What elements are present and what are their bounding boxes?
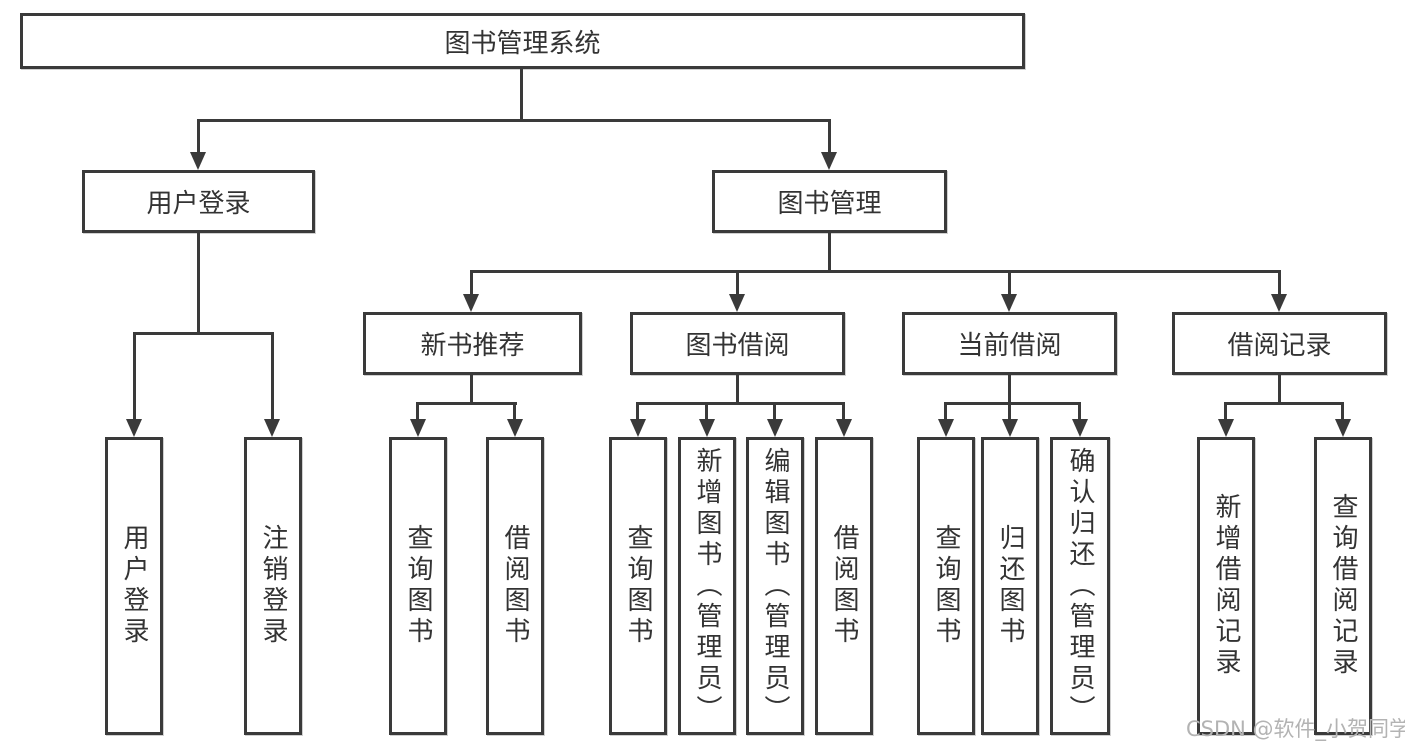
node-label: 图书借阅 (685, 331, 790, 361)
node-current-borrowing: 当前借阅 (902, 312, 1117, 375)
leaf-add-borrow-record: 新增借阅记录 (1197, 437, 1255, 735)
leaf-query-borrow-record: 查询借阅记录 (1314, 437, 1372, 735)
leaf-query-books-recommend: 查询图书 (389, 437, 447, 735)
leaf-borrow-books-recommend: 借阅图书 (486, 437, 544, 735)
connector-line (197, 119, 200, 153)
leaf-edit-books-admin: 编辑图书（管理员） (746, 437, 804, 735)
node-book-borrowing: 图书借阅 (630, 312, 845, 375)
node-library-management-system: 图书管理系统 (20, 13, 1025, 69)
leaf-label: 编辑图书（管理员） (760, 446, 790, 726)
connector-line (416, 402, 517, 405)
connector-line (773, 402, 776, 419)
arrow-down-icon (699, 419, 715, 437)
connector-line (944, 402, 1081, 405)
leaf-confirm-return-admin: 确认归还（管理员） (1050, 437, 1110, 735)
leaf-label: 注销登录 (258, 524, 288, 648)
leaf-logout: 注销登录 (244, 437, 302, 735)
connector-line (1008, 270, 1011, 295)
arrow-down-icon (264, 419, 280, 437)
leaf-label: 查询图书 (403, 524, 433, 648)
arrow-down-icon (836, 419, 852, 437)
connector-line (416, 402, 419, 419)
arrow-down-icon (463, 294, 479, 312)
leaf-label: 查询图书 (623, 524, 653, 648)
connector-line (133, 332, 274, 335)
leaf-label: 确认归还（管理员） (1065, 446, 1095, 726)
connector-line (1278, 270, 1281, 295)
leaf-label: 归还图书 (995, 524, 1025, 648)
connector-line (828, 119, 831, 153)
connector-line (1224, 402, 1227, 419)
connector-line (470, 270, 1281, 273)
connector-line (1224, 402, 1344, 405)
leaf-borrow-books-borrowing: 借阅图书 (815, 437, 873, 735)
connector-line (520, 69, 523, 121)
connector-line (1008, 375, 1011, 405)
arrow-down-icon (1335, 419, 1351, 437)
leaf-label: 新增图书（管理员） (692, 446, 722, 726)
arrow-down-icon (1002, 419, 1018, 437)
connector-line (1008, 402, 1011, 419)
connector-line (705, 402, 708, 419)
arrow-down-icon (1218, 419, 1234, 437)
connector-line (197, 233, 200, 335)
node-new-book-recommend: 新书推荐 (363, 312, 582, 375)
connector-line (470, 375, 473, 405)
connector-line (513, 402, 516, 419)
arrow-down-icon (190, 152, 206, 170)
node-label: 当前借阅 (957, 331, 1062, 361)
leaf-label: 新增借阅记录 (1211, 493, 1241, 679)
node-borrowing-records: 借阅记录 (1172, 312, 1387, 375)
leaf-user-login: 用户登录 (105, 437, 163, 735)
node-label: 图书管理系统 (444, 28, 601, 59)
arrow-down-icon (1271, 294, 1287, 312)
connector-line (636, 402, 639, 419)
arrow-down-icon (126, 419, 142, 437)
connector-line (133, 332, 136, 419)
leaf-add-books-admin: 新增图书（管理员） (678, 437, 736, 735)
node-label: 借阅记录 (1227, 331, 1332, 361)
arrow-down-icon (410, 419, 426, 437)
leaf-label: 查询借阅记录 (1328, 493, 1358, 679)
connector-line (1278, 375, 1281, 405)
connector-line (1078, 402, 1081, 419)
node-book-management: 图书管理 (712, 170, 947, 233)
connector-line (736, 270, 739, 295)
leaf-label: 用户登录 (119, 524, 149, 648)
leaf-query-books-current: 查询图书 (917, 437, 975, 735)
arrow-down-icon (767, 419, 783, 437)
connector-line (271, 332, 274, 419)
node-label: 图书管理 (777, 189, 882, 219)
connector-line (636, 402, 845, 405)
connector-line (197, 119, 831, 122)
node-label: 新书推荐 (420, 331, 525, 361)
leaf-query-books-borrowing: 查询图书 (609, 437, 667, 735)
arrow-down-icon (1072, 419, 1088, 437)
connector-line (736, 375, 739, 405)
arrow-down-icon (1001, 294, 1017, 312)
connector-line (842, 402, 845, 419)
arrow-down-icon (938, 419, 954, 437)
leaf-label: 借阅图书 (829, 524, 859, 648)
arrow-down-icon (729, 294, 745, 312)
csdn-watermark: CSDN @软件_小贺同学 (1186, 717, 1405, 741)
leaf-label: 查询图书 (931, 524, 961, 648)
arrow-down-icon (821, 152, 837, 170)
node-user-login: 用户登录 (82, 170, 315, 233)
connector-line (470, 270, 473, 295)
leaf-return-books: 归还图书 (981, 437, 1039, 735)
connector-line (1341, 402, 1344, 419)
node-label: 用户登录 (146, 189, 251, 219)
arrow-down-icon (630, 419, 646, 437)
leaf-label: 借阅图书 (500, 524, 530, 648)
connector-line (828, 233, 831, 273)
connector-line (944, 402, 947, 419)
arrow-down-icon (507, 419, 523, 437)
